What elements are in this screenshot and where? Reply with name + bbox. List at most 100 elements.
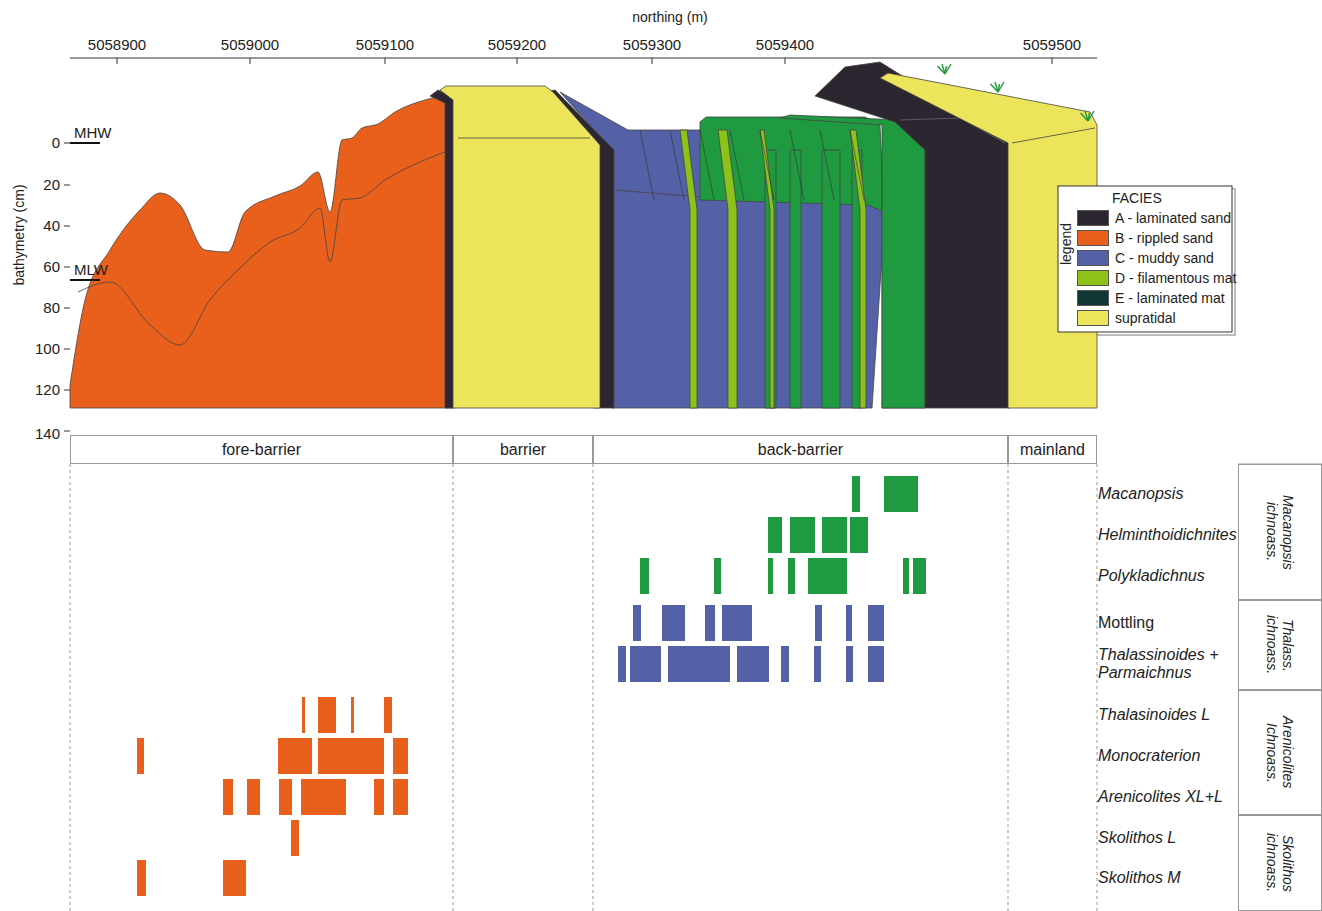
occurrence-bar: [223, 860, 246, 896]
mat-column: [790, 150, 801, 408]
legend-text: E - laminated mat: [1115, 290, 1225, 306]
occurrence-bar: [790, 517, 815, 553]
occurrence-bar: [137, 738, 144, 774]
occurrence-bar: [913, 558, 926, 594]
zone-divider: [70, 464, 71, 911]
y-tick: [64, 308, 70, 309]
occurrence-bar: [374, 779, 384, 815]
mainland-supratidal: [880, 73, 1097, 408]
zone-divider: [593, 464, 594, 911]
taxon-name: Skolithos M: [1098, 869, 1181, 887]
occurrence-bar: [850, 517, 868, 553]
legend-swatch: [1077, 250, 1109, 266]
grass-tuft: [942, 64, 945, 74]
occurrence-bar: [662, 605, 685, 641]
water-level-label: MHW: [74, 125, 112, 142]
legend-text: B - rippled sand: [1115, 230, 1213, 246]
barrier-supratidal: [440, 86, 600, 408]
occurrence-bar: [852, 476, 860, 512]
occurrence-bar: [279, 779, 292, 815]
tick-label: 40: [43, 218, 60, 235]
filamentous-mat-strip: [760, 130, 774, 408]
lamina: [640, 130, 654, 200]
taxon-name: Thalassinoides + Parmaichnus: [1098, 646, 1236, 681]
occurrence-bar: [668, 646, 730, 682]
y-tick: [64, 226, 70, 227]
lamina: [850, 130, 864, 200]
ichnoassemblage-name: Skolithos ichnoass.: [1264, 820, 1296, 906]
occurrence-bar: [223, 779, 233, 815]
legend-swatch: [1077, 290, 1109, 306]
occurrence-bar: [768, 558, 773, 594]
tick-label: 5058900: [88, 37, 146, 54]
occurrence-bar: [618, 646, 626, 682]
grass-tuft: [1088, 111, 1094, 121]
ichnoassemblage-name: Macanopsis ichnoass.: [1264, 469, 1296, 595]
tick-label: 100: [35, 341, 60, 358]
ichnoassemblage-name: Arenicolites Ichnoass.: [1264, 695, 1296, 810]
legend-entry: A - laminated sand: [1077, 210, 1231, 226]
occurrence-bar: [302, 697, 305, 733]
y-tick: [64, 431, 70, 432]
occurrence-bar: [846, 646, 853, 682]
legend-label: legend: [1059, 223, 1074, 265]
occurrence-bar: [318, 697, 336, 733]
tick-label: 0: [52, 135, 60, 152]
axis-title: northing (m): [632, 10, 707, 25]
occurrence-bar: [714, 558, 721, 594]
mat-column: [822, 150, 840, 408]
x-tick: [385, 58, 386, 64]
zone-name: fore-barrier: [222, 441, 301, 459]
occurrence-bar: [705, 605, 715, 641]
occurrence-bar: [393, 738, 408, 774]
x-tick: [652, 58, 653, 64]
occurrence-row: [633, 605, 884, 641]
y-tick: [64, 349, 70, 350]
x-tick: [785, 58, 786, 64]
ichnoassemblage-box: Arenicolites Ichnoass.: [1238, 690, 1322, 815]
lamina: [700, 130, 714, 200]
taxon-name: Mottling: [1098, 614, 1154, 632]
y-tick: [64, 185, 70, 186]
x-tick: [517, 58, 518, 64]
lamina: [760, 130, 774, 200]
x-tick: [117, 58, 118, 64]
tick-label: 80: [43, 300, 60, 317]
legend-frame: [1058, 186, 1232, 332]
taxon-name: Thalasinoides L: [1098, 706, 1210, 724]
zone-divider: [1008, 464, 1009, 911]
lamina: [730, 130, 744, 200]
zone-divider: [453, 464, 454, 911]
zone-band: mainland: [1008, 435, 1097, 464]
legend-swatch: [1077, 230, 1109, 246]
y-tick: [64, 143, 70, 144]
zone-band: fore-barrier: [70, 435, 453, 464]
legend-text: supratidal: [1115, 310, 1176, 326]
tick-label: 120: [35, 382, 60, 399]
occurrence-bar: [640, 558, 649, 594]
occurrence-bar: [781, 646, 789, 682]
axis-title: bathymetry (cm): [12, 184, 27, 285]
tick-label: 140: [35, 426, 60, 443]
taxon-name: Skolithos L: [1098, 829, 1176, 847]
zone-band: back-barrier: [593, 435, 1008, 464]
taxon-name: Arenicolites XL+L: [1098, 788, 1223, 806]
occurrence-bar: [808, 558, 847, 594]
occurrence-bar: [318, 738, 384, 774]
occurrence-row: [768, 517, 868, 553]
tick-label: 5059100: [356, 37, 414, 54]
filamentous-mat-strip: [718, 130, 737, 408]
legend-entry: E - laminated mat: [1077, 290, 1225, 306]
lamina: [790, 130, 804, 200]
occurrence-row: [137, 860, 246, 896]
y-tick: [64, 267, 70, 268]
ichnoassemblage-box: Macanopsis ichnoass.: [1238, 464, 1322, 600]
taxon-name: Polykladichnus: [1098, 567, 1205, 585]
occurrence-bar: [868, 646, 884, 682]
taxon-name: Helminthoidichnites: [1098, 526, 1237, 544]
lamina: [820, 130, 834, 200]
filamentous-mat-strip: [680, 130, 697, 408]
occurrence-row: [852, 476, 918, 512]
occurrence-bar: [884, 476, 918, 512]
tick-label: 5059000: [221, 37, 279, 54]
